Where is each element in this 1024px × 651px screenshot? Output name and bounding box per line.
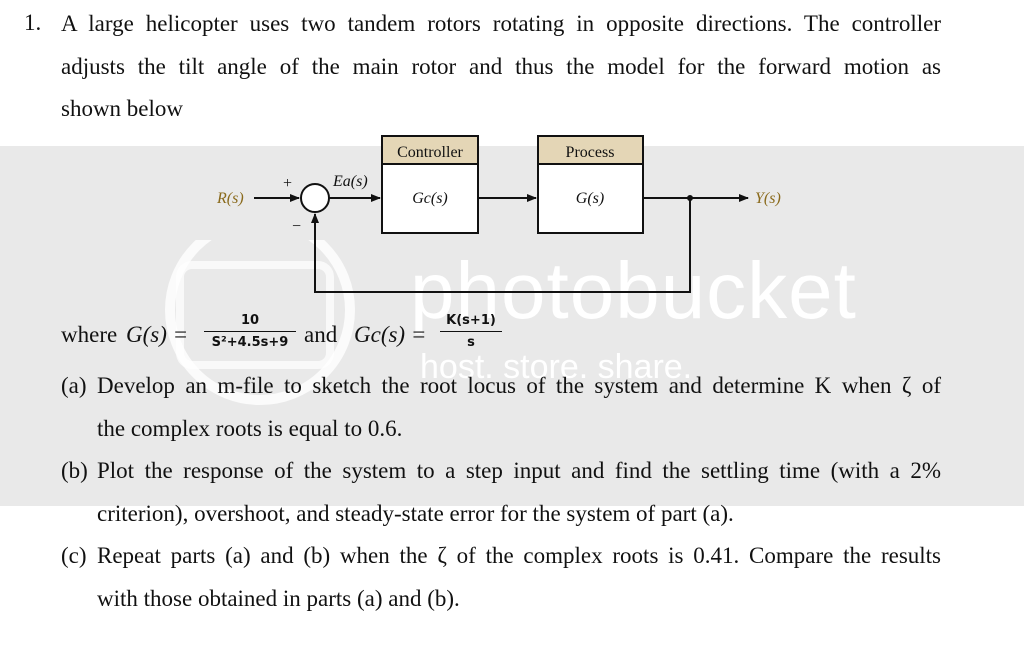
watermark-tagline: host. store. share. [420,348,693,386]
watermark-logo-icon [165,240,355,405]
controller-header: Controller [397,144,463,161]
part-b-line-1: Plot the response of the system to a ste… [97,458,941,483]
error-label: Ea(s) [332,173,368,190]
gc-denominator: s [467,335,475,350]
plus-sign: + [283,175,292,192]
process-header-box [537,135,644,165]
watermark-brand: photobucket [410,246,857,335]
gc-fraction: K(s+1) s [440,313,502,350]
gc-numerator: K(s+1) [446,313,496,328]
g-lhs: G(s) = [126,322,189,347]
process-header: Process [566,144,615,161]
intro-line-1: A large helicopter uses two tandem rotor… [61,11,941,36]
part-b-label: (b) [61,458,88,483]
intro-line-2: adjusts the tilt angle of the main rotor… [61,54,941,79]
part-c-line-1: Repeat parts (a) and (b) when the ζ of t… [97,543,941,568]
part-c-label: (c) [61,543,87,568]
part-b-line-2: criterion), overshoot, and steady-state … [97,501,734,526]
where-text: where [61,322,118,347]
controller-tf: Gc(s) [412,190,448,207]
part-a-line-2: the complex roots is equal to 0.6. [97,416,403,441]
minus-sign: − [292,218,301,235]
input-label: R(s) [216,190,244,207]
and-text: and [304,322,338,347]
feedback-path [311,198,691,293]
problem-number: 1. [24,10,42,35]
controller-header-box [381,135,479,165]
process-tf: G(s) [576,190,604,207]
summing-junction-icon [300,183,330,213]
g-numerator: 10 [240,313,260,328]
part-a-label: (a) [61,373,87,398]
part-a-line-1: Develop an m-file to sketch the root loc… [97,373,941,398]
output-label: Y(s) [755,190,781,207]
gc-lhs: Gc(s) = [354,322,427,347]
intro-line-3: shown below [61,96,184,121]
g-denominator: S²+4.5s+9 [211,335,289,350]
g-fraction: 10 S²+4.5s+9 [204,313,296,350]
part-c-line-2: with those obtained in parts (a) and (b)… [97,586,460,611]
